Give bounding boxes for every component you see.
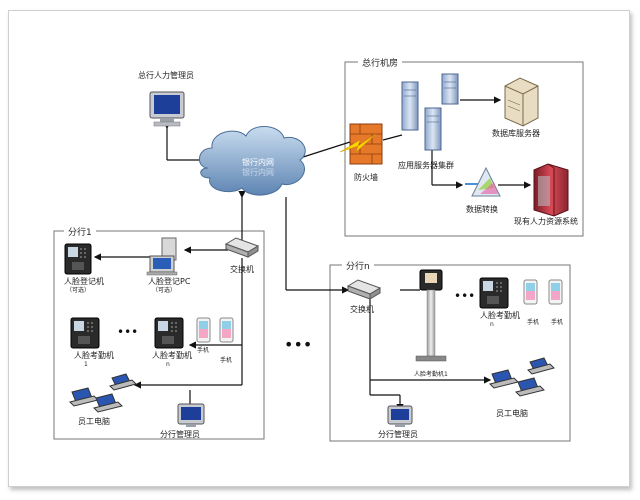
- data-convert-label: 数据转换: [466, 204, 498, 214]
- branchn-ellipsis: •••: [454, 289, 475, 303]
- branchn-face-kiosk-label: 人脸考勤机1: [414, 370, 448, 378]
- cloud-label-shadow: 银行内网: [242, 167, 274, 177]
- cloud-label: 银行内网: [242, 157, 274, 167]
- app-cluster-label: 应用服务器集群: [398, 160, 454, 170]
- branch1-ellipsis: •••: [117, 325, 138, 339]
- branchn-face-attendance-n-label: 人脸考勤机: [480, 310, 520, 320]
- branchn-face-attendance-n-sub: n: [490, 321, 494, 328]
- branchn-box: [329, 264, 571, 442]
- branchn-staff-pc-label: 员工电脑: [496, 408, 528, 418]
- branch1-face-attendance-1-label: 人脸考勤机: [74, 350, 114, 360]
- branchn-phone-1-label: 手机: [527, 318, 539, 326]
- db-server-label: 数据库服务器: [492, 128, 540, 138]
- branch1-staff-pc-label: 员工电脑: [78, 416, 110, 426]
- branch1-face-attendance-n-sub: n: [166, 361, 170, 368]
- database-server-icon: [504, 77, 539, 127]
- branchn-phone-2-icon: [548, 279, 563, 305]
- branch1-face-attendance-n-label: 人脸考勤机: [152, 350, 192, 360]
- firewall-icon: [339, 123, 383, 165]
- head-office-room-title: 总行机房: [362, 57, 398, 69]
- branch1-title: 分行1: [68, 226, 92, 238]
- register-pc-label: 人脸登记PC: [148, 276, 191, 286]
- branch1-staff-laptop-icon: [69, 373, 137, 413]
- hr-system-server-icon: [533, 163, 569, 217]
- branchn-switch-label: 交换机: [350, 304, 374, 314]
- face-register-optional: （可选）: [66, 286, 90, 294]
- register-pc-optional: （可选）: [152, 286, 176, 294]
- branch1-admin-label: 分行管理员: [160, 429, 200, 439]
- data-convert-icon: [465, 166, 501, 197]
- branch1-box: [53, 230, 265, 440]
- branchn-admin-monitor-icon: [387, 405, 413, 427]
- branches-ellipsis: •••: [284, 335, 312, 354]
- branchn-admin-label: 分行管理员: [378, 429, 418, 439]
- branchn-title: 分行n: [346, 260, 370, 272]
- app-server-cluster-icon: [401, 73, 459, 151]
- branch1-phone-1-icon: [196, 317, 211, 343]
- branch1-switch-icon: [224, 237, 260, 258]
- branch1-admin-monitor-icon: [177, 403, 205, 427]
- branch1-phone-2-label: 手机: [220, 356, 232, 364]
- branch1-phone-2-icon: [219, 317, 234, 343]
- firewall-label: 防火墙: [354, 172, 378, 182]
- branchn-phone-2-label: 手机: [551, 318, 563, 326]
- branch1-switch-label: 交换机: [230, 264, 254, 274]
- cloud-icon: [199, 126, 306, 196]
- face-register-label: 人脸登记机: [64, 276, 104, 286]
- branch1-face-attendance-1-sub: 1: [84, 361, 88, 368]
- branch1-face-attendance-1-icon: [70, 317, 100, 349]
- branchn-switch-icon: [346, 279, 382, 300]
- connection-lines: [93, 96, 532, 412]
- branchn-phone-1-icon: [523, 279, 538, 305]
- register-pc-icon: [146, 237, 178, 276]
- hr-admin-monitor-icon: [149, 91, 185, 127]
- branch1-face-attendance-n-icon: [154, 317, 184, 349]
- face-register-terminal-icon: [64, 243, 92, 275]
- branch1-phone-1-label: 手机: [197, 346, 209, 354]
- branchn-face-attendance-n-icon: [479, 277, 509, 309]
- branchn-staff-laptop-icon: [489, 357, 555, 397]
- hr-admin-label: 总行人力管理员: [138, 70, 194, 80]
- branchn-face-kiosk-icon: [415, 269, 447, 362]
- hr-system-label: 现有人力资源系统: [514, 216, 578, 226]
